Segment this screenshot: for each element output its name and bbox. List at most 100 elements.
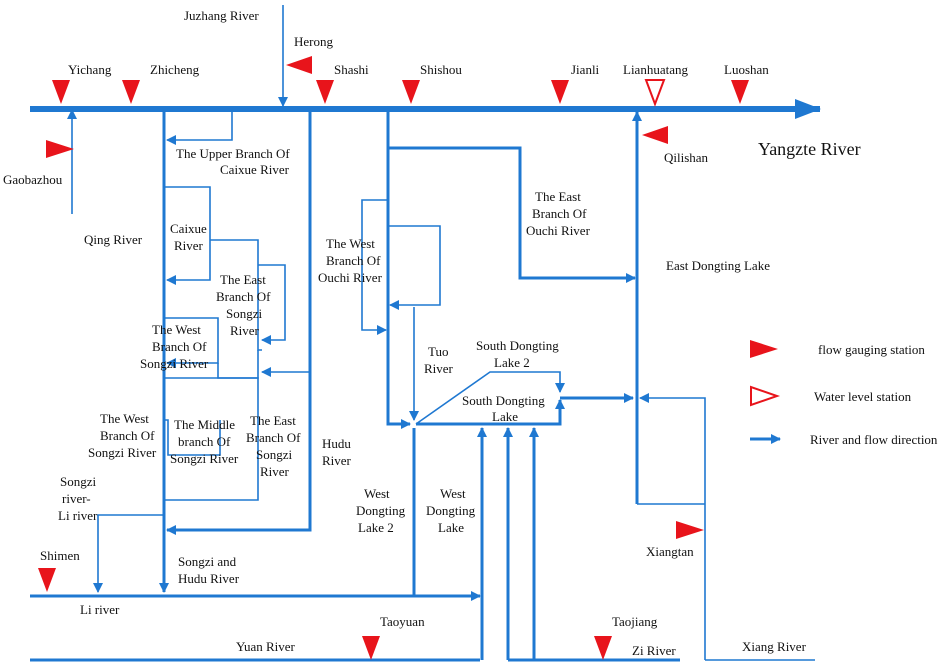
label-west-songzi-a-2: Branch Of <box>152 339 207 354</box>
label-middle-songzi-2: branch Of <box>178 434 231 449</box>
label-west-ouchi-2: Branch Of <box>326 253 381 268</box>
label-east-songzi-b-2: Branch Of <box>246 430 301 445</box>
label-xiang: Xiang River <box>742 639 807 654</box>
label-hudu-1: Hudu <box>322 436 351 451</box>
zhicheng-gauging-station-icon <box>122 80 140 104</box>
legend: flow gauging station Water level station… <box>750 340 938 447</box>
label-south-dongting2-2: Lake 2 <box>494 355 530 370</box>
label-upper-caixue-2: Caixue River <box>220 162 290 177</box>
label-west-songzi-b-1: The West <box>100 411 149 426</box>
label-west-dongting2-1: West <box>364 486 390 501</box>
legend-gauging-label: flow gauging station <box>818 342 925 357</box>
label-west-ouchi-3: Ouchi River <box>318 270 383 285</box>
label-songzi-li-3: Li river <box>58 508 98 523</box>
lianhuatang-water-level-station-icon <box>644 79 666 107</box>
label-shimen: Shimen <box>40 548 80 563</box>
label-caixue-1: Caixue <box>170 221 207 236</box>
east-songzi-upper-loop <box>210 239 262 351</box>
label-east-songzi-b-3: Songzi <box>256 447 293 462</box>
label-west-ouchi-1: The West <box>326 236 375 251</box>
label-west-songzi-b-3: Songzi River <box>88 445 157 460</box>
legend-gauging-icon <box>750 340 778 358</box>
label-hudu-2: River <box>322 453 352 468</box>
stations <box>38 56 749 660</box>
label-jianli: Jianli <box>571 62 600 77</box>
east-ouchi-branch <box>388 146 636 283</box>
label-upper-caixue-1: The Upper Branch Of <box>176 146 290 161</box>
label-zi: Zi River <box>632 643 676 658</box>
south-dongting-lake <box>416 399 565 426</box>
label-luoshan: Luoshan <box>724 62 769 77</box>
label-south-dongting-2: Lake <box>492 409 518 424</box>
label-xiangtan: Xiangtan <box>646 544 694 559</box>
label-west-songzi-a-1: The West <box>152 322 201 337</box>
shashi-gauging-station-icon <box>316 80 334 104</box>
label-east-songzi-a-3: Songzi <box>226 306 263 321</box>
label-east-songzi-b-4: River <box>260 464 290 479</box>
label-east-songzi-a-4: River <box>230 323 260 338</box>
labels: Juzhang River Herong Yichang Zhicheng Sh… <box>3 8 861 658</box>
yichang-gauging-station-icon <box>52 80 70 104</box>
west-ouchi-branch <box>361 199 388 335</box>
east-songzi-connector <box>217 350 259 379</box>
label-taoyuan: Taoyuan <box>380 614 425 629</box>
label-tuo-2: River <box>424 361 454 376</box>
label-yuan: Yuan River <box>236 639 296 654</box>
label-juzhang: Juzhang River <box>184 8 259 23</box>
west-songzi-upper-loop <box>164 317 219 368</box>
label-east-songzi-a-1: The East <box>220 272 266 287</box>
label-east-ouchi-2: Branch Of <box>532 206 587 221</box>
herong-gauging-station-icon <box>286 56 312 74</box>
shishou-gauging-station-icon <box>402 80 420 104</box>
label-west-dongting-1: West <box>440 486 466 501</box>
label-middle-songzi-3: Songzi River <box>170 451 239 466</box>
label-west-dongting-2: Dongting <box>426 503 476 518</box>
label-taojiang: Taojiang <box>612 614 658 629</box>
west-songzi-lower-loop <box>164 377 259 501</box>
luoshan-gauging-station-icon <box>731 80 749 104</box>
south-dongting-lake-2 <box>415 371 565 425</box>
label-west-dongting2-2: Dongting <box>356 503 406 518</box>
label-shashi: Shashi <box>334 62 369 77</box>
label-songzi-hudu-1: Songzi and <box>178 554 237 569</box>
label-zhicheng: Zhicheng <box>150 62 200 77</box>
label-west-songzi-a-3: Songzi River <box>140 356 209 371</box>
label-tuo-1: Tuo <box>428 344 448 359</box>
label-west-dongting-3: Lake <box>438 520 464 535</box>
hudu-river <box>166 109 312 535</box>
label-east-songzi-a-2: Branch Of <box>216 289 271 304</box>
legend-water-level-icon <box>750 385 781 407</box>
caixue-loop-1 <box>164 186 211 285</box>
legend-flow-label: River and flow direction <box>810 432 938 447</box>
label-songzi-li-2: river- <box>62 491 91 506</box>
gaobazhou-gauging-station-icon <box>46 140 74 158</box>
label-east-ouchi-3: Ouchi River <box>526 223 591 238</box>
shimen-gauging-station-icon <box>38 568 56 592</box>
ouchi-inner-loop <box>388 225 441 310</box>
label-qilishan: Qilishan <box>664 150 709 165</box>
xiangtan-gauging-station-icon <box>676 521 704 539</box>
label-yichang: Yichang <box>68 62 112 77</box>
label-qing: Qing River <box>84 232 143 247</box>
label-west-songzi-b-2: Branch Of <box>100 428 155 443</box>
label-li: Li river <box>80 602 120 617</box>
label-caixue-2: River <box>174 238 204 253</box>
taojiang-gauging-station-icon <box>594 636 612 660</box>
east-songzi-inner-loop <box>258 264 286 345</box>
label-east-dongting: East Dongting Lake <box>666 258 770 273</box>
label-shishou: Shishou <box>420 62 462 77</box>
rivers <box>30 5 821 662</box>
upper-caixue-branch <box>166 109 233 145</box>
jianli-gauging-station-icon <box>551 80 569 104</box>
label-west-dongting2-3: Lake 2 <box>358 520 394 535</box>
label-songzi-hudu-2: Hudu River <box>178 571 240 586</box>
ouchi-trunk <box>386 109 411 429</box>
label-south-dongting2-1: South Dongting <box>476 338 559 353</box>
xiang-river <box>639 393 706 660</box>
label-herong: Herong <box>294 34 333 49</box>
legend-water-level-label: Water level station <box>814 389 912 404</box>
songzi-li-river <box>93 514 164 593</box>
label-gaobazhou: Gaobazhou <box>3 172 63 187</box>
label-east-ouchi-1: The East <box>535 189 581 204</box>
